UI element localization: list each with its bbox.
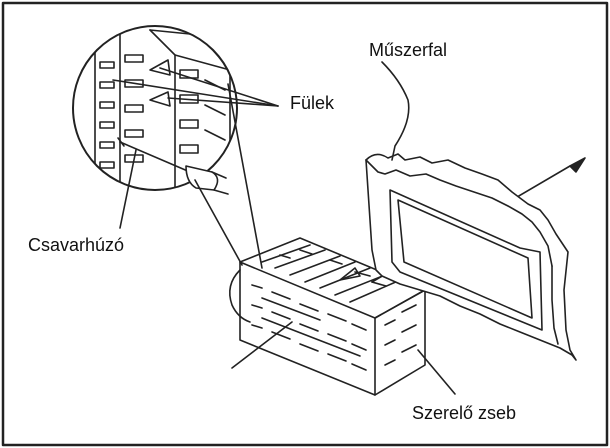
projection-line-1 bbox=[194, 179, 243, 266]
dashboard-label: Műszerfal bbox=[369, 40, 448, 60]
sleeve-leader-left bbox=[231, 321, 293, 369]
magnified-detail bbox=[72, 25, 238, 191]
tabs-label: Fülek bbox=[290, 93, 335, 113]
dashboard-leader bbox=[381, 61, 410, 161]
sleeve-leader-bottom bbox=[417, 349, 456, 395]
tabs-leader-3 bbox=[167, 97, 279, 107]
screwdriver-leader bbox=[119, 149, 137, 229]
projection-line-2 bbox=[227, 83, 263, 269]
dashboard-panel bbox=[365, 153, 577, 361]
tabs-leader-2 bbox=[159, 67, 279, 107]
mounting-sleeve-label: Szerelő zseb bbox=[412, 403, 517, 423]
tabs-leader-1 bbox=[112, 79, 279, 107]
screwdriver-icon bbox=[117, 137, 229, 195]
screwdriver-label: Csavarhúzó bbox=[28, 235, 125, 255]
